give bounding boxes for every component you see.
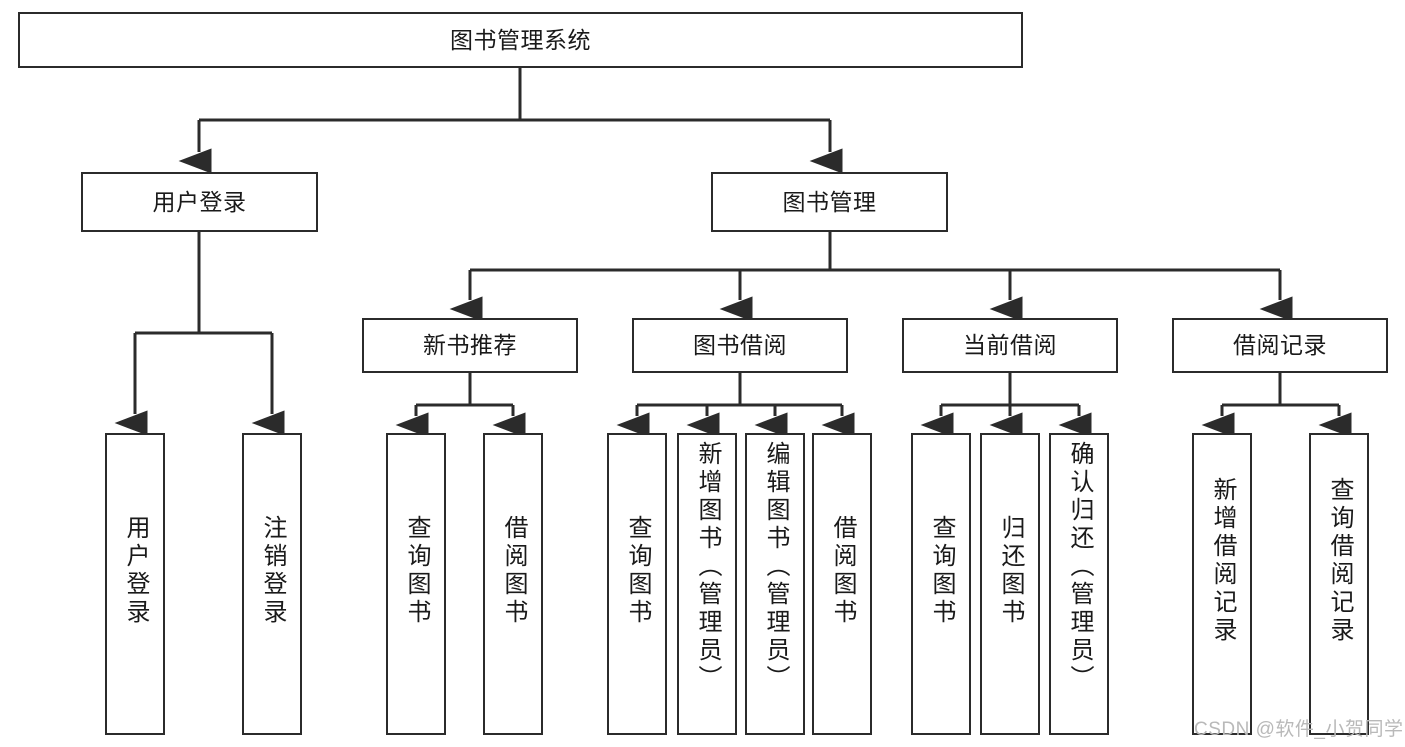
node-new-book-rec-label: 新书推荐 (423, 332, 517, 359)
node-leaf-confirm-return[interactable]: 确认归还（管理员） (1049, 433, 1109, 735)
node-leaf-query-book-3-label: 查询图书 (928, 515, 955, 627)
node-user-login-label: 用户登录 (152, 188, 247, 215)
node-leaf-query-book-1[interactable]: 查询图书 (386, 433, 446, 735)
node-leaf-return-book-label: 归还图书 (997, 515, 1024, 627)
node-leaf-query-book-1-label: 查询图书 (403, 515, 430, 627)
node-leaf-borrow-book-2-label: 借阅图书 (829, 515, 856, 627)
node-leaf-borrow-book-2[interactable]: 借阅图书 (812, 433, 872, 735)
node-user-login[interactable]: 用户登录 (81, 172, 318, 232)
node-book-manage-label: 图书管理 (782, 188, 877, 215)
node-borrow-record[interactable]: 借阅记录 (1172, 318, 1388, 373)
node-book-borrow-label: 图书借阅 (693, 332, 787, 359)
node-root[interactable]: 图书管理系统 (18, 12, 1023, 68)
node-leaf-user-login-label: 用户登录 (122, 515, 149, 627)
node-leaf-user-login[interactable]: 用户登录 (105, 433, 165, 735)
node-leaf-logout-login[interactable]: 注销登录 (242, 433, 302, 735)
node-leaf-query-book-3[interactable]: 查询图书 (911, 433, 971, 735)
node-current-borrow[interactable]: 当前借阅 (902, 318, 1118, 373)
node-leaf-return-book[interactable]: 归还图书 (980, 433, 1040, 735)
node-leaf-borrow-book-1[interactable]: 借阅图书 (483, 433, 543, 735)
node-new-book-rec[interactable]: 新书推荐 (362, 318, 578, 373)
node-book-manage[interactable]: 图书管理 (711, 172, 948, 232)
node-leaf-add-book-label: 新增图书（管理员） (694, 441, 721, 693)
node-leaf-query-record-label: 查询借阅记录 (1326, 477, 1353, 645)
node-leaf-borrow-book-1-label: 借阅图书 (500, 515, 527, 627)
node-leaf-edit-book-label: 编辑图书（管理员） (762, 441, 789, 693)
node-leaf-query-record[interactable]: 查询借阅记录 (1309, 433, 1369, 735)
node-leaf-add-book[interactable]: 新增图书（管理员） (677, 433, 737, 735)
node-leaf-confirm-return-label: 确认归还（管理员） (1066, 441, 1093, 693)
node-leaf-logout-login-label: 注销登录 (259, 515, 286, 627)
node-leaf-edit-book[interactable]: 编辑图书（管理员） (745, 433, 805, 735)
node-current-borrow-label: 当前借阅 (963, 332, 1057, 359)
node-book-borrow[interactable]: 图书借阅 (632, 318, 848, 373)
node-leaf-query-book-2[interactable]: 查询图书 (607, 433, 667, 735)
node-leaf-query-book-2-label: 查询图书 (624, 515, 651, 627)
watermark-text: CSDN @软件_小贺同学 (1194, 719, 1404, 740)
node-root-label: 图书管理系统 (450, 26, 591, 53)
node-leaf-add-record[interactable]: 新增借阅记录 (1192, 433, 1252, 735)
node-leaf-add-record-label: 新增借阅记录 (1209, 477, 1236, 645)
node-borrow-record-label: 借阅记录 (1233, 332, 1327, 359)
